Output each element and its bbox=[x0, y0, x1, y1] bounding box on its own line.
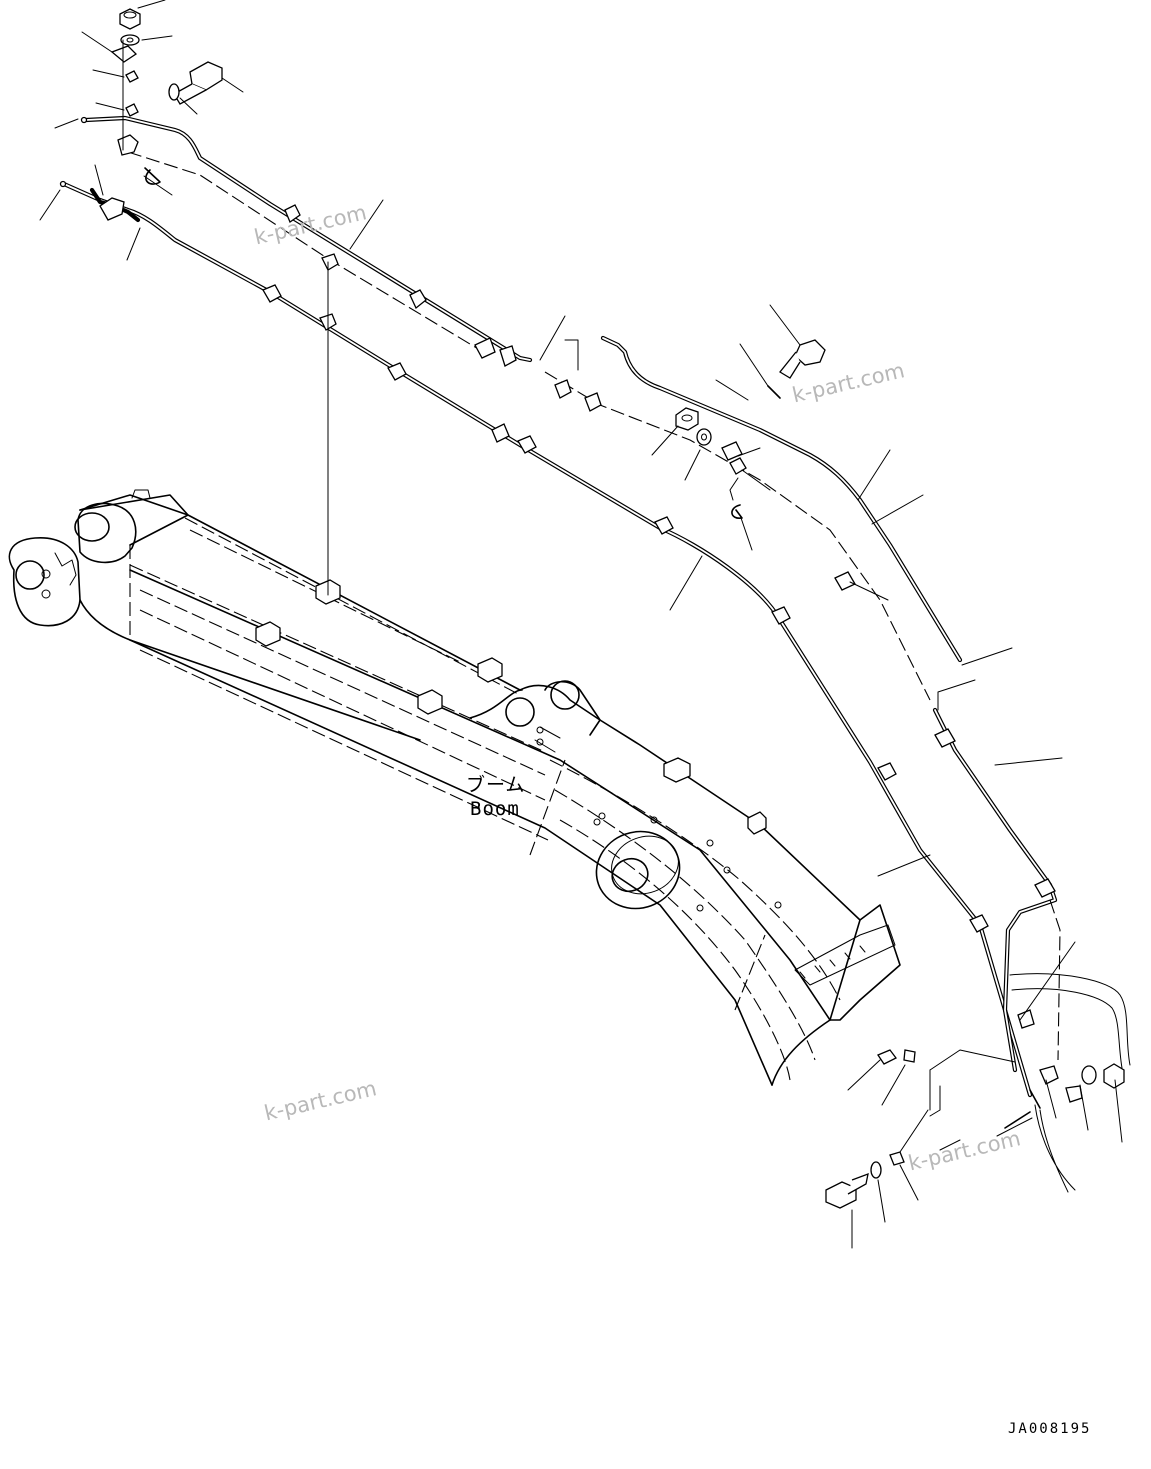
clamp-icon bbox=[584, 392, 602, 412]
lower-right-hardware bbox=[877, 1049, 1125, 1129]
clamp-icon bbox=[284, 204, 301, 223]
bottom-hardware bbox=[825, 1151, 905, 1209]
clamp-icon bbox=[834, 571, 856, 591]
clamp-icon bbox=[877, 762, 897, 781]
hex-nut-icon bbox=[119, 8, 141, 30]
clamp-icon bbox=[262, 284, 282, 303]
lower-grease-pipe bbox=[61, 181, 1033, 1098]
washer-icon bbox=[870, 1161, 882, 1179]
clamp-icon bbox=[1034, 878, 1056, 898]
clamp-icon bbox=[554, 379, 572, 399]
right-grease-pipe bbox=[544, 335, 1131, 1193]
clamp-icon bbox=[491, 423, 510, 443]
clamp-icon bbox=[110, 45, 138, 63]
clamp-icon bbox=[654, 516, 674, 535]
clamp-icon bbox=[321, 253, 339, 271]
drawing-code: JA008195 bbox=[1008, 1421, 1092, 1437]
bolt-icon bbox=[779, 339, 826, 379]
clamp-icon bbox=[934, 728, 956, 748]
u-bolt-icon bbox=[731, 504, 743, 519]
leader-lines bbox=[39, 0, 1123, 1249]
washer-icon bbox=[696, 428, 712, 446]
clamp-icon bbox=[125, 70, 139, 83]
clamp-icon bbox=[409, 289, 427, 310]
hex-nut-icon bbox=[1103, 1063, 1125, 1089]
bolt-icon bbox=[173, 61, 223, 105]
washer-icon bbox=[168, 83, 180, 101]
clamp-icon bbox=[387, 362, 407, 381]
upper-right-hardware bbox=[675, 339, 826, 519]
pipe-clamps bbox=[99, 134, 1059, 1085]
bolt-icon bbox=[825, 1172, 869, 1209]
clamp-icon bbox=[969, 914, 989, 933]
hex-nut-icon bbox=[675, 407, 699, 431]
clamp-icon bbox=[499, 345, 517, 367]
clamp-icon bbox=[117, 134, 139, 156]
boom-foot bbox=[8, 489, 189, 627]
top-left-hardware bbox=[59, 8, 223, 188]
clamp-icon bbox=[771, 606, 791, 625]
boom-brackets bbox=[255, 579, 767, 835]
clamp-icon bbox=[99, 197, 125, 221]
boom-label-japanese: ブーム bbox=[466, 774, 526, 796]
u-bolt-icon bbox=[144, 167, 161, 185]
clamp-icon bbox=[125, 103, 139, 117]
clamp-icon bbox=[1039, 1065, 1059, 1085]
boom-label-english: Boom bbox=[470, 798, 520, 820]
washer-icon bbox=[767, 385, 781, 399]
boom-body bbox=[8, 489, 901, 1086]
upper-grease-pipe bbox=[83, 115, 533, 363]
clamp-icon bbox=[877, 1049, 897, 1065]
washer-icon bbox=[1081, 1065, 1097, 1085]
bolt-icon bbox=[1065, 1085, 1083, 1103]
clamp-icon bbox=[474, 337, 496, 359]
clamp-icon bbox=[903, 1049, 916, 1063]
clamp-icon bbox=[889, 1151, 905, 1166]
washer-icon bbox=[120, 34, 140, 46]
clamp-icon bbox=[721, 441, 743, 461]
clamp-icon bbox=[517, 435, 537, 454]
